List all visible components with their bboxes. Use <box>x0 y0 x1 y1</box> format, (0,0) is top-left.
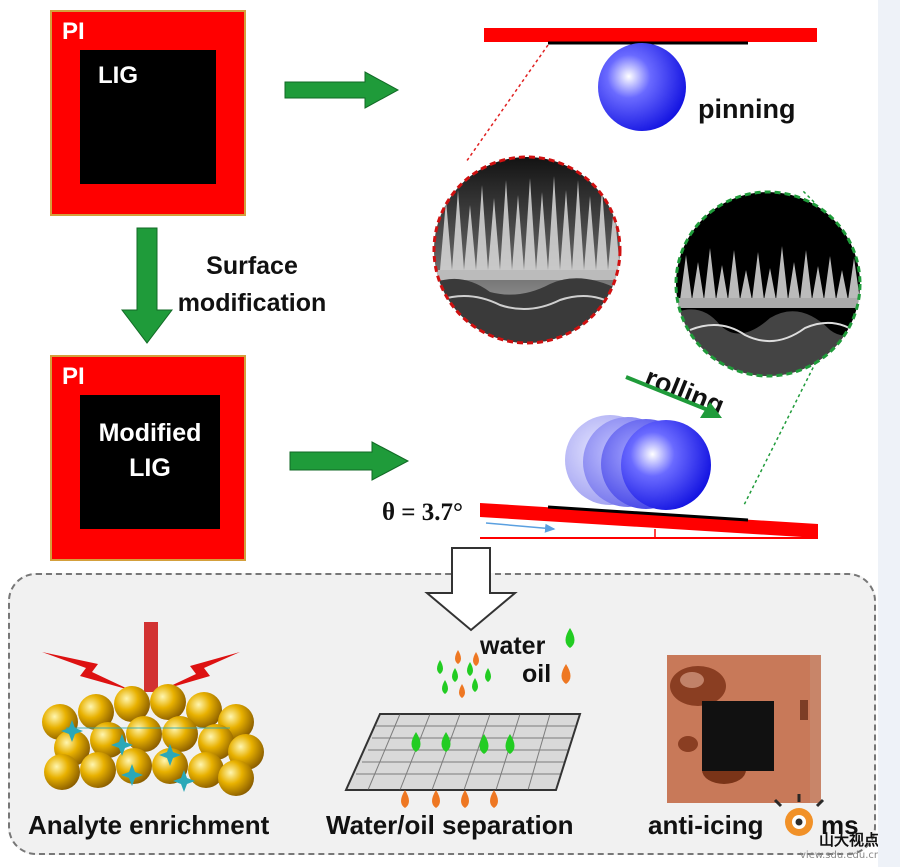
modified-lig-core: Modified LIG <box>80 395 220 529</box>
pi-modified-box: PI Modified LIG <box>50 355 246 561</box>
tilted-lig-line <box>547 505 749 522</box>
anti-icing-photo <box>667 655 821 803</box>
pinning-plate <box>484 28 817 42</box>
pinning-label: pinning <box>698 94 796 124</box>
arrow-right-mid <box>289 441 410 481</box>
rolling-arrow-head <box>700 402 722 418</box>
watermark-logo <box>773 794 825 836</box>
oil-droplets-top <box>455 650 479 698</box>
angle-arrow <box>485 522 556 533</box>
tilted-plate <box>480 503 818 538</box>
anti-icing-label: anti-icing <box>648 810 764 840</box>
right-edge-strip <box>878 0 900 867</box>
water-droplets-top <box>437 660 491 694</box>
pi-label-modified: PI <box>62 363 85 390</box>
pinning-droplet <box>598 43 686 131</box>
water-droplets-mesh <box>411 732 515 754</box>
scatter-lightning-right <box>162 652 240 690</box>
hollow-down-arrow <box>424 547 518 632</box>
water-oil-separation-label: Water/oil separation <box>326 810 574 840</box>
laser-beam <box>144 622 158 692</box>
arrow-right-top <box>284 71 400 109</box>
modified-label-line1: Modified <box>98 419 202 447</box>
arrow-down <box>120 227 174 344</box>
surface-line1: Surface <box>206 252 298 280</box>
analyte-stars <box>61 720 195 792</box>
rolling-arrow <box>625 375 709 412</box>
scatter-lightning-left <box>42 652 130 690</box>
guide-red-dashed <box>465 44 549 163</box>
rolling-droplet-main <box>621 420 711 510</box>
theta-label: θ = 3.7° <box>382 499 464 526</box>
modified-label-line2: LIG <box>129 454 171 482</box>
surface-line2: modification <box>177 289 327 317</box>
watermark-url: view.sdu.edu.cn <box>800 850 881 861</box>
sem-image-modified <box>676 192 860 376</box>
lig-label: LIG <box>98 62 138 89</box>
pi-substrate-box: PI LIG <box>50 10 246 216</box>
oil-droplets-below <box>401 790 498 808</box>
water-legend-drop <box>565 628 575 648</box>
water-legend-label: water <box>480 632 546 660</box>
oil-legend-drop <box>561 664 571 684</box>
separation-mesh <box>344 713 582 791</box>
sem-circle-green <box>674 190 862 378</box>
pi-label: PI <box>62 18 85 45</box>
watermark-chinese: 山大视点 <box>819 831 880 849</box>
sem-circle-red <box>432 155 622 345</box>
analyte-enrichment-label: Analyte enrichment <box>28 810 270 840</box>
gold-nanoparticles <box>42 684 264 796</box>
surface-modification-label: Surface modification <box>162 248 342 322</box>
guide-green-dashed-top <box>801 189 815 203</box>
lig-core: LIG <box>80 50 216 184</box>
anti-icing-suffix: ms <box>821 810 859 840</box>
oil-legend-label: oil <box>522 660 552 688</box>
